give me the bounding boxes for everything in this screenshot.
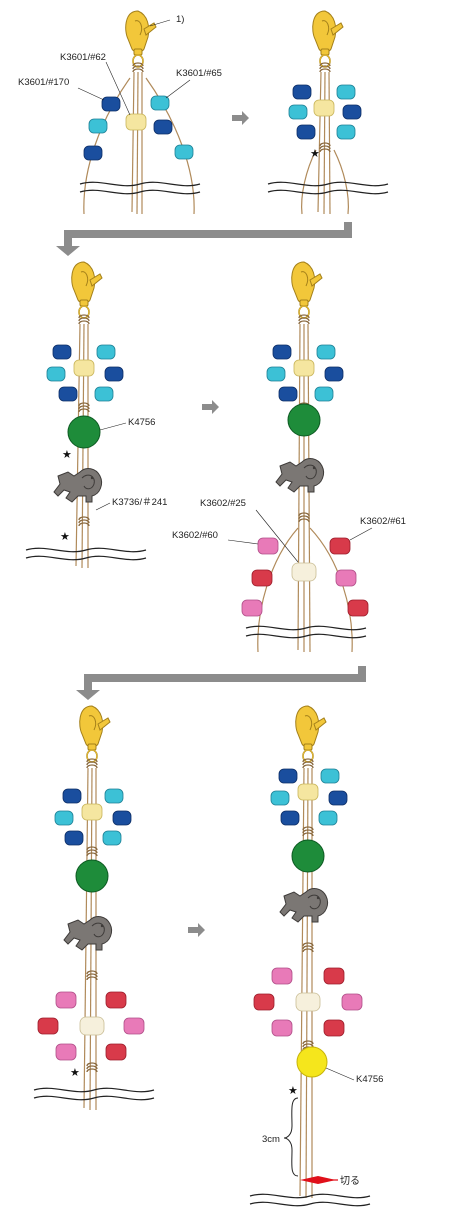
step-3: K4756 ★ K3736/＃241 ★ [25, 261, 167, 569]
length-label: 3cm [262, 1134, 280, 1145]
length-bracket [283, 1097, 299, 1177]
step-4: K3602/#25 K3602/#60 K3602/#61 [172, 261, 406, 653]
elephant-charm [279, 888, 329, 923]
next-arrow [232, 111, 249, 125]
label-k3601-65: K3601/#65 [176, 68, 222, 79]
star-marker: ★ [62, 448, 72, 461]
flow-arrow [56, 222, 352, 256]
green-bead [75, 859, 109, 893]
elephant-charm [275, 458, 325, 493]
elephant-charm [63, 916, 113, 951]
cord [301, 71, 349, 215]
green-bead [291, 839, 325, 873]
cut-label: 切る [340, 1175, 360, 1187]
label-k3602-61: K3602/#61 [360, 516, 406, 527]
step-6: K4756 ★ 3cm 切る [249, 705, 383, 1207]
next-arrow [202, 400, 219, 414]
star-marker: ★ [70, 1066, 80, 1079]
label-k3736-241: K3736/＃241 [112, 497, 167, 508]
elephant-charm [53, 468, 103, 503]
star-marker: ★ [288, 1084, 298, 1097]
green-bead [287, 403, 321, 437]
flow-arrow [76, 666, 366, 700]
yellow-bead [296, 1046, 328, 1078]
step-2: ★ [267, 10, 389, 215]
label-k3602-25: K3602/#25 [200, 498, 246, 509]
step-1: 1) K3601/#62 K3601/#170 K3601/#65 [18, 10, 222, 215]
next-arrow [188, 923, 205, 937]
star-marker: ★ [60, 530, 70, 543]
step-number: 1) [176, 14, 184, 25]
label-k3601-170: K3601/#170 [18, 77, 69, 88]
label-k3602-60: K3602/#60 [172, 530, 218, 541]
step-5: ★ [33, 705, 155, 1111]
green-bead [67, 415, 101, 449]
label-k3601-62: K3601/#62 [60, 52, 106, 63]
label-k4756-b: K4756 [356, 1074, 383, 1085]
label-k4756: K4756 [128, 417, 155, 428]
star-marker: ★ [310, 147, 320, 160]
